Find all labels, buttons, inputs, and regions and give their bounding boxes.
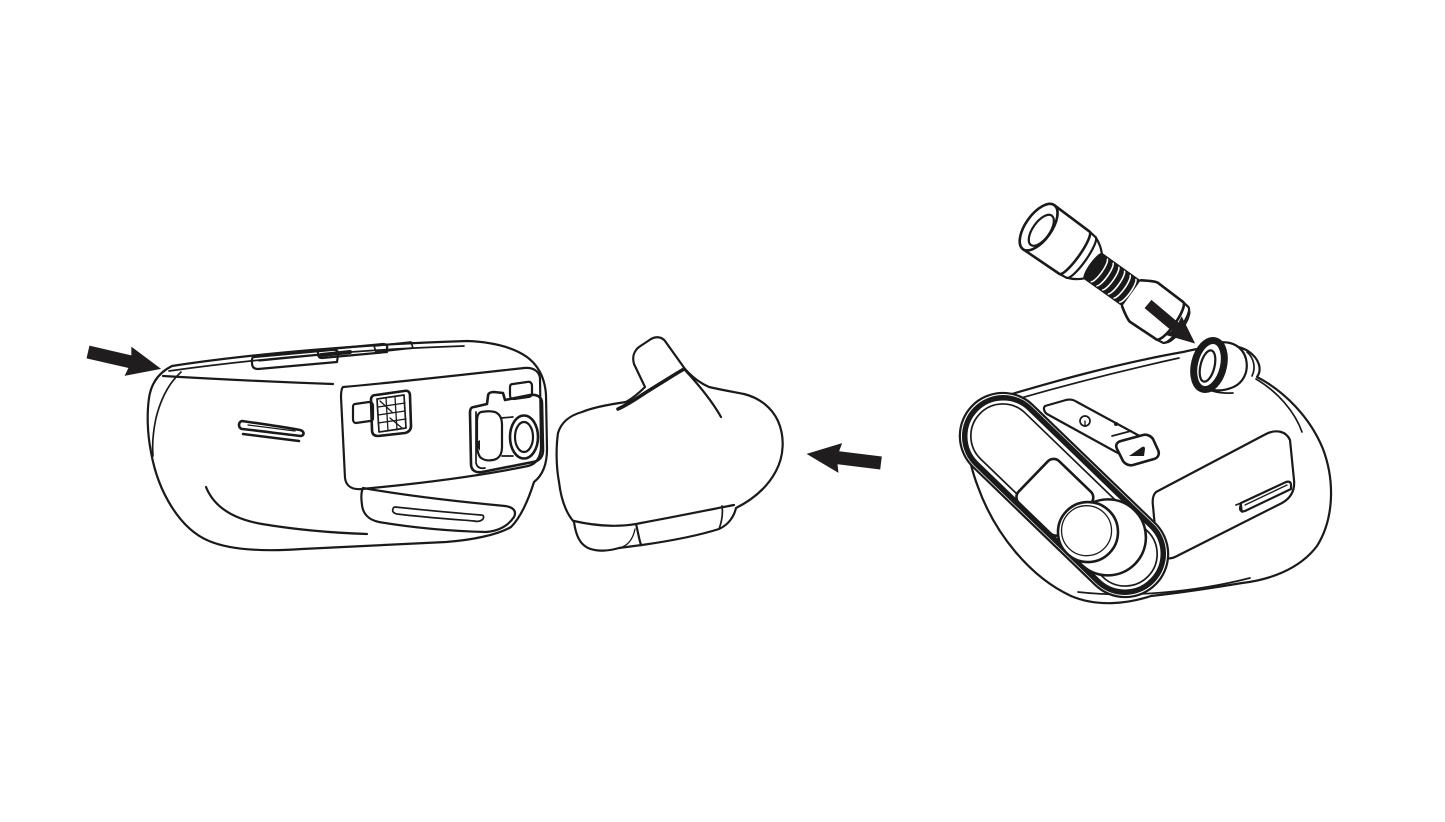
recess-inner-edge <box>475 411 486 470</box>
power-connector <box>369 389 413 438</box>
connector-grid-d2 <box>389 417 403 429</box>
connector-outer <box>369 389 413 438</box>
side-vent-slot <box>237 419 305 443</box>
vent-inner-line <box>247 424 296 432</box>
connector-grid-h1 <box>377 402 406 408</box>
latch-tab <box>351 400 375 425</box>
device-rear-silhouette <box>146 339 549 552</box>
humidifier-lid <box>555 336 784 552</box>
rib-lines <box>1090 258 1137 303</box>
top-cutout-bar <box>319 350 352 357</box>
bottom-seam-line <box>1077 577 1251 596</box>
air-outlet-port <box>1190 336 1255 394</box>
top-panel-cutouts <box>250 341 414 371</box>
top-edge-inner-line <box>168 345 465 372</box>
dial-face-ring <box>1060 505 1113 557</box>
port-collar <box>475 410 504 462</box>
arrow-right-icon <box>84 337 165 384</box>
device-rear-view <box>146 339 549 552</box>
foot-inner-right <box>718 505 724 530</box>
ramp-icon <box>1129 446 1145 456</box>
connector-ribbed-section <box>1083 252 1142 307</box>
connector-upper-cuff <box>1018 202 1103 281</box>
arrow-glyph <box>804 438 883 478</box>
outlet-collar-arc <box>1246 351 1255 377</box>
foot-inner-left <box>618 528 636 549</box>
connector-grid-h2 <box>377 410 406 416</box>
collar-key-notch <box>475 440 480 451</box>
arrow-left-icon <box>804 438 883 478</box>
handle-outline <box>360 486 517 534</box>
handle-slot <box>391 506 485 523</box>
indicator-dot <box>1114 422 1118 426</box>
air-port-inner <box>513 420 535 454</box>
rear-bulge-seam <box>1255 378 1303 433</box>
vent-line <box>241 432 301 443</box>
port-top-line <box>500 416 514 419</box>
side-slot-step <box>1235 502 1243 513</box>
connector-inner <box>376 394 407 433</box>
vent-outline <box>237 419 305 438</box>
side-slot-inner <box>1244 484 1288 506</box>
top-cutout-3 <box>373 341 414 353</box>
cuff-taper-bottom <box>1065 276 1086 281</box>
device-front-view <box>958 336 1333 605</box>
body-crease-line <box>682 367 723 419</box>
connector-grid-h3 <box>377 418 407 424</box>
strip-divider <box>1111 430 1132 437</box>
front-face <box>958 391 1170 599</box>
outlet-ring-inner <box>1198 349 1217 383</box>
air-path-recess <box>468 390 545 474</box>
side-panel <box>1151 430 1296 560</box>
chin-line <box>204 485 369 536</box>
connector-grid-v1 <box>385 397 389 432</box>
connector-grid-v2 <box>394 396 398 431</box>
control-dial <box>1056 498 1148 577</box>
top-cutout-1 <box>250 348 340 371</box>
upper-right-tab <box>508 380 534 401</box>
face-divide-line <box>161 374 335 386</box>
handle-recess <box>360 486 517 534</box>
cuff-taper-top <box>1094 235 1103 255</box>
cuff-opening-inner <box>1027 213 1055 247</box>
arrow-glyph <box>84 337 165 384</box>
bezel-band <box>961 395 1167 595</box>
dial-face <box>1056 500 1120 564</box>
rear-panel-outline <box>339 366 543 491</box>
connector-grid-d1 <box>379 400 393 413</box>
ramp-button <box>1114 433 1161 467</box>
side-slot <box>1238 480 1293 513</box>
rim-notch-line <box>634 522 643 547</box>
ribbed-tube <box>1083 252 1142 307</box>
top-button-panel <box>1042 398 1161 467</box>
left-edge-inner-line <box>151 371 182 457</box>
side-panel-outline <box>1151 430 1296 560</box>
recess-outline <box>468 390 545 474</box>
lid-silhouette <box>555 336 784 552</box>
bottom-rim-line <box>572 503 736 527</box>
spout-shoulder-line <box>616 367 686 411</box>
